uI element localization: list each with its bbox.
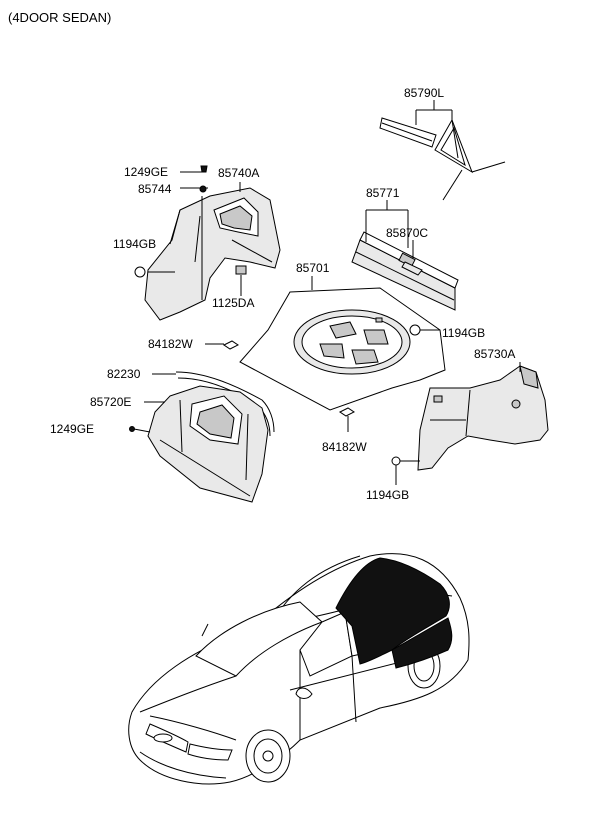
trunk-lid-trim-part — [147, 371, 275, 503]
clip-1249GE-top — [200, 165, 208, 173]
sedan-car-illustration — [128, 553, 470, 785]
part-label-1194GB-bottom: 1194GB — [366, 488, 410, 502]
part-label-85771: 85771 — [366, 186, 400, 200]
part-label-1125DA: 1125DA — [212, 296, 255, 310]
part-label-82230: 82230 — [107, 367, 141, 381]
warning-triangle-part — [379, 117, 506, 201]
part-label-85720E: 85720E — [90, 395, 132, 409]
part-label-85870C: 85870C — [386, 226, 429, 240]
part-label-1194GB-mid: 1194GB — [442, 326, 486, 340]
diagram-title: (4DOOR SEDAN) — [8, 10, 112, 25]
clip-1125DA — [235, 265, 247, 275]
part-label-85744: 85744 — [138, 182, 172, 196]
part-label-1249GE-top: 1249GE — [124, 165, 169, 179]
package-tray-trim-part — [351, 231, 459, 311]
part-label-84182W-bottom: 84182W — [322, 440, 367, 454]
part-label-1194GB-left: 1194GB — [113, 237, 157, 251]
trunk-floor-mat-part — [239, 287, 446, 411]
left-side-trim-part — [144, 187, 281, 321]
part-label-1249GE-bottom: 1249GE — [50, 422, 95, 436]
clip-1194GB-left — [134, 266, 146, 278]
part-label-85730A: 85730A — [474, 347, 516, 361]
part-label-85701: 85701 — [296, 261, 330, 275]
part-label-84182W-left: 84182W — [148, 337, 193, 351]
right-side-trim-part — [417, 365, 549, 471]
clip-85744 — [199, 185, 207, 193]
part-label-85790L: 85790L — [404, 86, 445, 100]
part-label-85740A: 85740A — [218, 166, 260, 180]
